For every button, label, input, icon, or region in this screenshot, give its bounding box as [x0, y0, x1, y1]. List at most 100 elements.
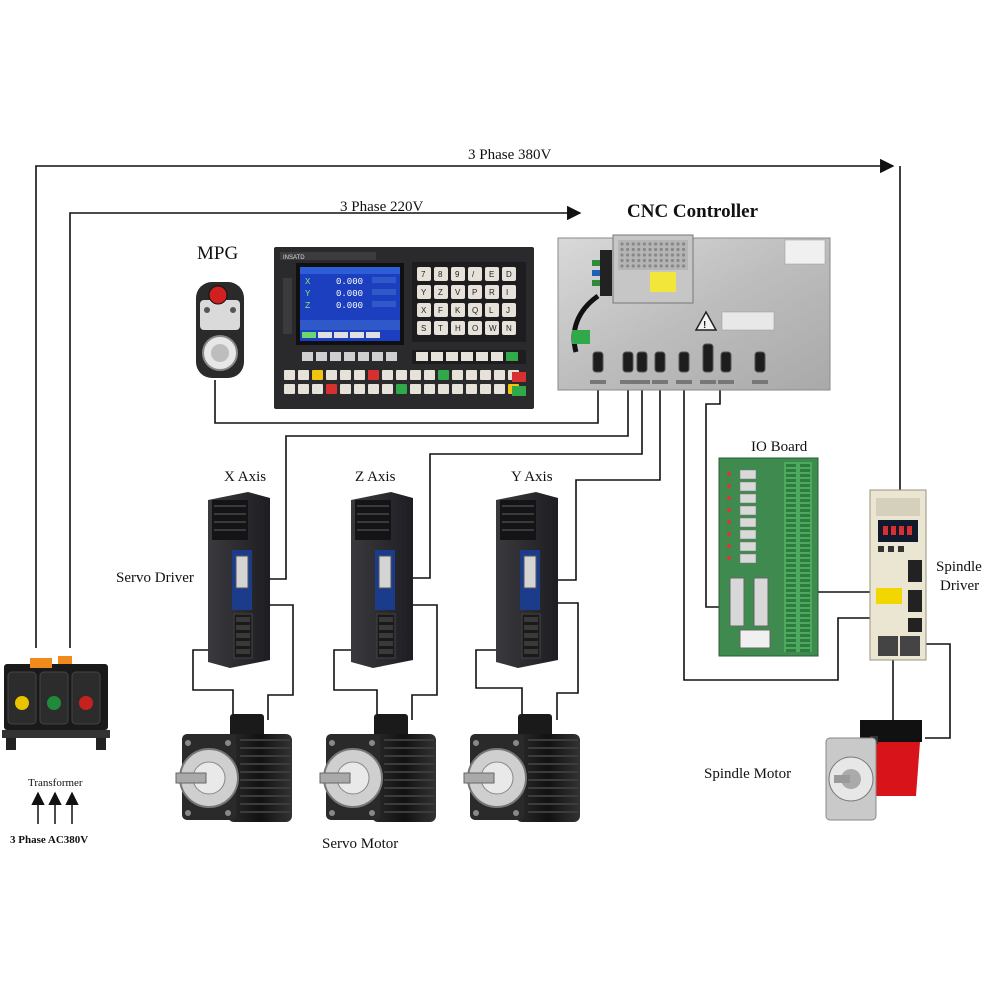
psu-vent-hole — [631, 247, 635, 252]
io-terminal — [786, 539, 796, 542]
io-terminal — [786, 619, 796, 622]
io-terminal — [786, 509, 796, 512]
psu-vent-hole — [637, 253, 641, 257]
io-terminal — [800, 559, 810, 562]
io-terminal — [786, 594, 796, 597]
io-terminal — [786, 584, 796, 587]
cnc-key — [417, 267, 431, 281]
psu-vent-hole — [659, 258, 663, 263]
psu-vent-hole — [626, 253, 630, 257]
cnc-operation-key — [452, 384, 463, 394]
cnc-function-key — [372, 352, 383, 361]
io-terminal — [800, 494, 810, 497]
io-terminal — [800, 534, 810, 537]
axis-name: X — [305, 277, 311, 287]
cnc-db-connector — [592, 351, 604, 373]
io-terminal — [800, 474, 810, 477]
cnc-key — [451, 267, 465, 281]
cnc-brand: INSATD — [283, 255, 305, 261]
io-relay — [739, 553, 757, 564]
cnc-operation-key — [396, 384, 407, 394]
cnc-operation-key — [480, 370, 491, 380]
cnc-key — [434, 285, 448, 299]
cnc-key — [417, 321, 431, 335]
spindle-motor-icon — [825, 720, 922, 821]
cnc-operation-key — [368, 384, 379, 394]
psu-vent-hole — [665, 253, 669, 257]
cnc-key — [451, 321, 465, 335]
cnc-connector-tag — [752, 380, 768, 384]
psu-vent-hole — [682, 247, 686, 252]
axis-bar — [372, 277, 396, 283]
label-servo-driver: Servo Driver — [116, 570, 194, 586]
io-led — [727, 556, 731, 560]
io-terminal — [800, 634, 810, 637]
label-y-axis: Y Axis — [511, 469, 553, 485]
cnc-key-label: T — [438, 324, 443, 333]
label-cnc-controller: CNC Controller — [627, 201, 759, 222]
psu-vent-hole — [620, 242, 624, 246]
psu-vent-hole — [682, 264, 686, 268]
label-380v: 3 Phase 380V — [468, 147, 551, 163]
spindle-driver-icon — [869, 489, 927, 661]
psu-vent-hole — [676, 264, 680, 268]
cnc-db-connector — [720, 351, 732, 373]
psu-vent-hole — [648, 258, 652, 263]
label-z-axis: Z Axis — [355, 469, 396, 485]
cnc-function-key — [316, 352, 327, 361]
io-terminal — [786, 489, 796, 492]
psu-vent-hole — [670, 242, 675, 246]
io-terminal — [800, 649, 810, 652]
psu-vent-hole — [631, 242, 635, 246]
cnc-key — [485, 267, 499, 281]
axis-value: 0.000 — [336, 277, 363, 287]
mpg-handwheel-icon — [196, 282, 244, 378]
io-terminal — [800, 519, 810, 522]
cnc-key-label: S — [421, 324, 426, 333]
io-terminal — [800, 599, 810, 602]
psu-vent-hole — [620, 253, 624, 257]
io-terminal — [786, 574, 796, 577]
psu-vent-hole — [642, 258, 647, 263]
io-terminal — [800, 574, 810, 577]
io-terminal — [800, 464, 810, 467]
cnc-connectors — [590, 343, 768, 384]
io-relay — [739, 517, 757, 528]
io-terminal — [786, 604, 796, 607]
label-transformer: Transformer — [28, 777, 83, 789]
psu-vent-hole — [648, 253, 652, 257]
cnc-operation-key — [326, 370, 337, 380]
io-terminal — [786, 629, 796, 632]
wire-y-motor — [530, 602, 579, 720]
cnc-key-label: L — [489, 306, 494, 315]
io-terminals — [786, 464, 810, 652]
psu-vent-hole — [659, 253, 663, 257]
io-terminal — [786, 559, 796, 562]
io-terminal — [786, 534, 796, 537]
cnc-function-key — [302, 352, 313, 361]
psu-vent-hole — [682, 242, 686, 246]
psu-vent-hole — [631, 258, 635, 263]
io-terminal — [800, 549, 810, 552]
cnc-operation-key — [480, 384, 491, 394]
io-terminal — [786, 634, 796, 637]
cnc-key-label: H — [455, 324, 461, 333]
cnc-function-key — [506, 352, 518, 361]
cnc-operation-key — [494, 384, 505, 394]
io-terminal — [800, 504, 810, 507]
psu-vent-hole — [670, 247, 675, 252]
psu-vent-hole — [648, 264, 652, 268]
io-terminal — [800, 509, 810, 512]
cnc-db-connector — [754, 351, 766, 373]
io-terminal — [800, 524, 810, 527]
cnc-function-key — [431, 352, 443, 361]
cnc-db-connector — [622, 351, 634, 373]
cnc-function-key — [491, 352, 503, 361]
cnc-function-key — [330, 352, 341, 361]
psu-vent-hole — [626, 258, 630, 263]
psu-vent-hole — [654, 258, 658, 263]
io-terminal — [786, 554, 796, 557]
label-io-board: IO Board — [751, 439, 808, 455]
